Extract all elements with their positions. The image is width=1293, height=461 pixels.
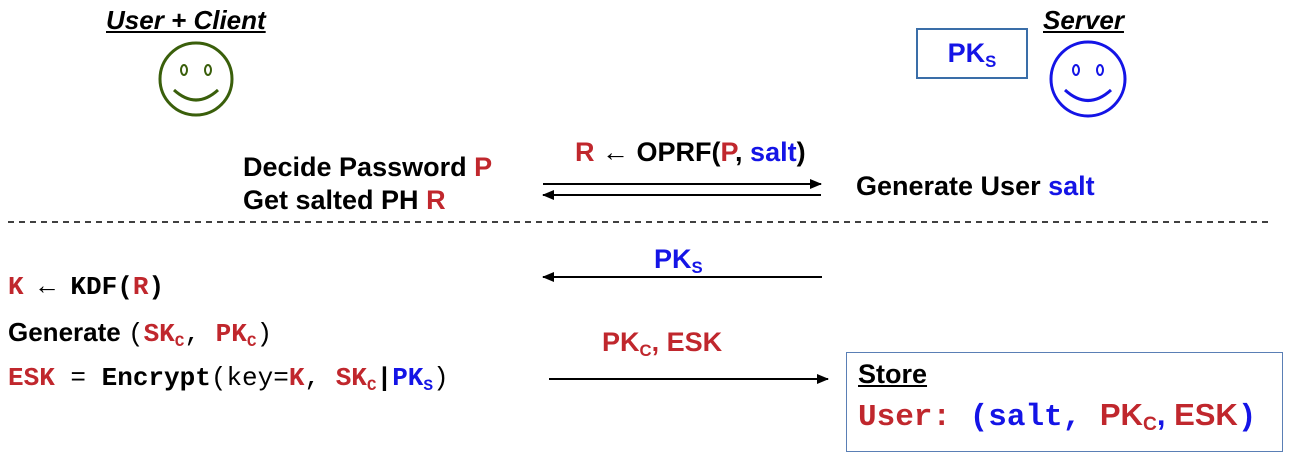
store-record: User: (salt, PKC, ESK) <box>858 397 1257 436</box>
decide-password-text: Decide Password P <box>243 152 493 182</box>
generate-keypair-line: Generate (SKC, PKC) <box>8 317 273 351</box>
oprf-label: R ← OPRF(P, salt) <box>575 137 806 167</box>
store-title: Store <box>858 359 928 389</box>
server-title: Server <box>1043 5 1124 35</box>
server-public-key-box: PKS <box>916 28 1028 79</box>
send-esk-label: PKC, ESK <box>602 327 723 360</box>
get-salted-ph-text: Get salted PH R <box>243 185 446 215</box>
server-public-key-label: PKS <box>947 38 997 71</box>
kdf-line: K ← KDF(R) <box>8 272 165 302</box>
generate-salt-text: Generate User salt <box>856 171 1095 201</box>
client-smiley-icon <box>158 41 234 117</box>
encrypt-line: ESK = Encrypt(key=K, SKC|PKS) <box>8 363 449 395</box>
server-store-box: Store User: (salt, PKC, ESK) <box>846 352 1283 452</box>
server-smiley-icon <box>1049 40 1127 118</box>
client-title: User + Client <box>106 5 266 35</box>
pk-server-label: PKS <box>654 244 703 277</box>
